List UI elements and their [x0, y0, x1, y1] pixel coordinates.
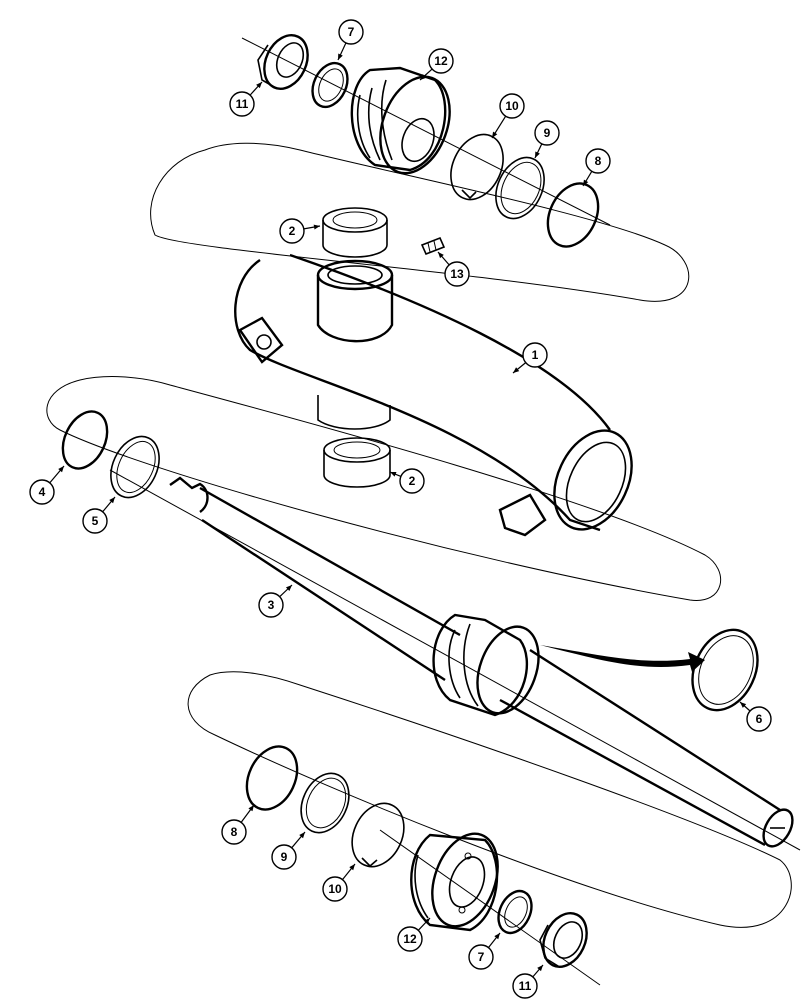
leader-arrowhead-c-8-bottom — [248, 805, 254, 812]
callout-label-c-2-top: 2 — [289, 224, 296, 238]
callout-circle-c-6 — [746, 706, 772, 732]
leader-arrowhead-c-9-bottom — [299, 832, 305, 839]
callout-label-c-5: 5 — [92, 514, 99, 528]
callout-circle-c-2-bottom — [399, 468, 425, 494]
callout-label-c-2-bottom: 2 — [409, 474, 416, 488]
gland-top — [350, 66, 451, 175]
leader-arrowhead-c-10-bottom — [349, 864, 355, 871]
leader-arrowhead-c-7-bottom — [494, 933, 500, 940]
callout-label-c-7-bottom: 7 — [478, 950, 485, 964]
rod-axis-line — [109, 469, 801, 851]
callout-label-c-9-top: 9 — [544, 126, 551, 140]
leader-arrowhead-c-11-bottom — [537, 965, 543, 972]
callout-label-c-1: 1 — [532, 348, 539, 362]
gland-bottom — [410, 832, 499, 932]
callout-label-c-6: 6 — [756, 712, 763, 726]
callout-circle-c-7-bottom — [468, 944, 494, 970]
callout-circle-c-10-top — [499, 93, 525, 119]
callout-label-c-7-top: 7 — [348, 25, 355, 39]
leader-arrowhead-c-7-top — [338, 53, 343, 60]
leader-arrowhead-c-9-top — [535, 151, 540, 158]
leader-arrowhead-c-1 — [513, 367, 520, 373]
leader-arrowhead-c-8-top — [583, 179, 589, 186]
leader-arrowhead-c-2-bottom — [390, 471, 397, 477]
callout-circle-c-12-bottom — [397, 926, 423, 952]
callout-label-c-12-bottom: 12 — [403, 932, 417, 946]
backup-ring-top — [311, 61, 349, 109]
o-ring-piston — [61, 410, 109, 470]
callout-circle-c-13 — [444, 261, 470, 287]
callout-circle-c-10-bottom — [322, 876, 348, 902]
callout-circle-c-11-top — [229, 91, 255, 117]
o-ring-bottom — [245, 745, 299, 811]
lower-seal-kit-outline — [187, 671, 792, 928]
cylinder-barrel — [234, 253, 633, 537]
backup-ring-bottom — [497, 889, 533, 935]
callout-label-c-3: 3 — [268, 598, 275, 612]
location-arrow — [540, 645, 705, 672]
callout-circle-c-5 — [82, 508, 108, 534]
callout-label-c-10-bottom: 10 — [328, 882, 342, 896]
leader-arrowhead-c-11-top — [256, 82, 262, 89]
callout-label-c-11-top: 11 — [236, 97, 249, 111]
piston-rod — [169, 476, 794, 848]
callout-circle-c-12-top — [428, 48, 454, 74]
upper-seal-kit-outline — [150, 142, 690, 302]
bushing-upper — [322, 207, 388, 258]
callout-circle-c-2-top — [279, 218, 305, 244]
upper-axis-line — [241, 37, 611, 226]
grease-fitting — [420, 236, 446, 256]
callout-circle-c-11-bottom — [512, 973, 538, 999]
callout-label-c-10-top: 10 — [505, 99, 519, 113]
leader-lines — [49, 42, 751, 978]
leader-arrowhead-c-3 — [285, 585, 292, 591]
callout-circle-c-9-bottom — [271, 844, 297, 870]
callout-label-c-9-bottom: 9 — [281, 850, 288, 864]
backup-ring-piston — [110, 435, 160, 499]
leader-arrowhead-c-12-top — [420, 74, 427, 80]
callout-label-c-13: 13 — [450, 267, 464, 281]
leader-arrowhead-c-6 — [740, 702, 747, 708]
callout-label-c-8-top: 8 — [595, 154, 602, 168]
retaining-ring-bottom — [351, 802, 405, 868]
callout-circle-c-4 — [29, 479, 55, 505]
leader-arrowhead-c-13 — [438, 252, 444, 259]
callout-circle-c-3 — [258, 592, 284, 618]
bushing-lower — [323, 437, 391, 488]
callout-label-c-12-top: 12 — [434, 54, 448, 68]
backup-ring-9-bottom — [300, 772, 350, 834]
retaining-ring-top — [450, 133, 504, 201]
leader-arrowhead-c-2-top — [313, 224, 320, 230]
callout-circle-c-9-top — [534, 120, 560, 146]
callout-label-c-4: 4 — [39, 485, 46, 499]
callout-circle-c-1 — [522, 342, 548, 368]
callout-circle-c-8-top — [585, 148, 611, 174]
callout-circle-c-8-bottom — [221, 819, 247, 845]
callout-group: 11 7 12 10 9 8 2 13 1 4 5 2 3 6 8 9 10 12 7 11 — [29, 19, 772, 999]
leader-arrowhead-c-12-bottom — [424, 918, 430, 925]
backup-ring-9-top — [495, 156, 545, 220]
leader-arrowhead-c-4 — [58, 466, 64, 473]
callout-label-c-11-bottom: 11 — [519, 979, 532, 993]
callout-circle-c-7-top — [338, 19, 364, 45]
callout-label-c-8-bottom: 8 — [231, 825, 238, 839]
wiper-seal-top — [257, 34, 309, 90]
leader-arrowhead-c-10-top — [492, 131, 498, 138]
piston-seal-kit-outline — [46, 376, 722, 601]
leader-arrowhead-c-5 — [109, 497, 115, 504]
o-ring-top — [546, 182, 600, 248]
wiper-seal-bottom — [539, 912, 588, 968]
